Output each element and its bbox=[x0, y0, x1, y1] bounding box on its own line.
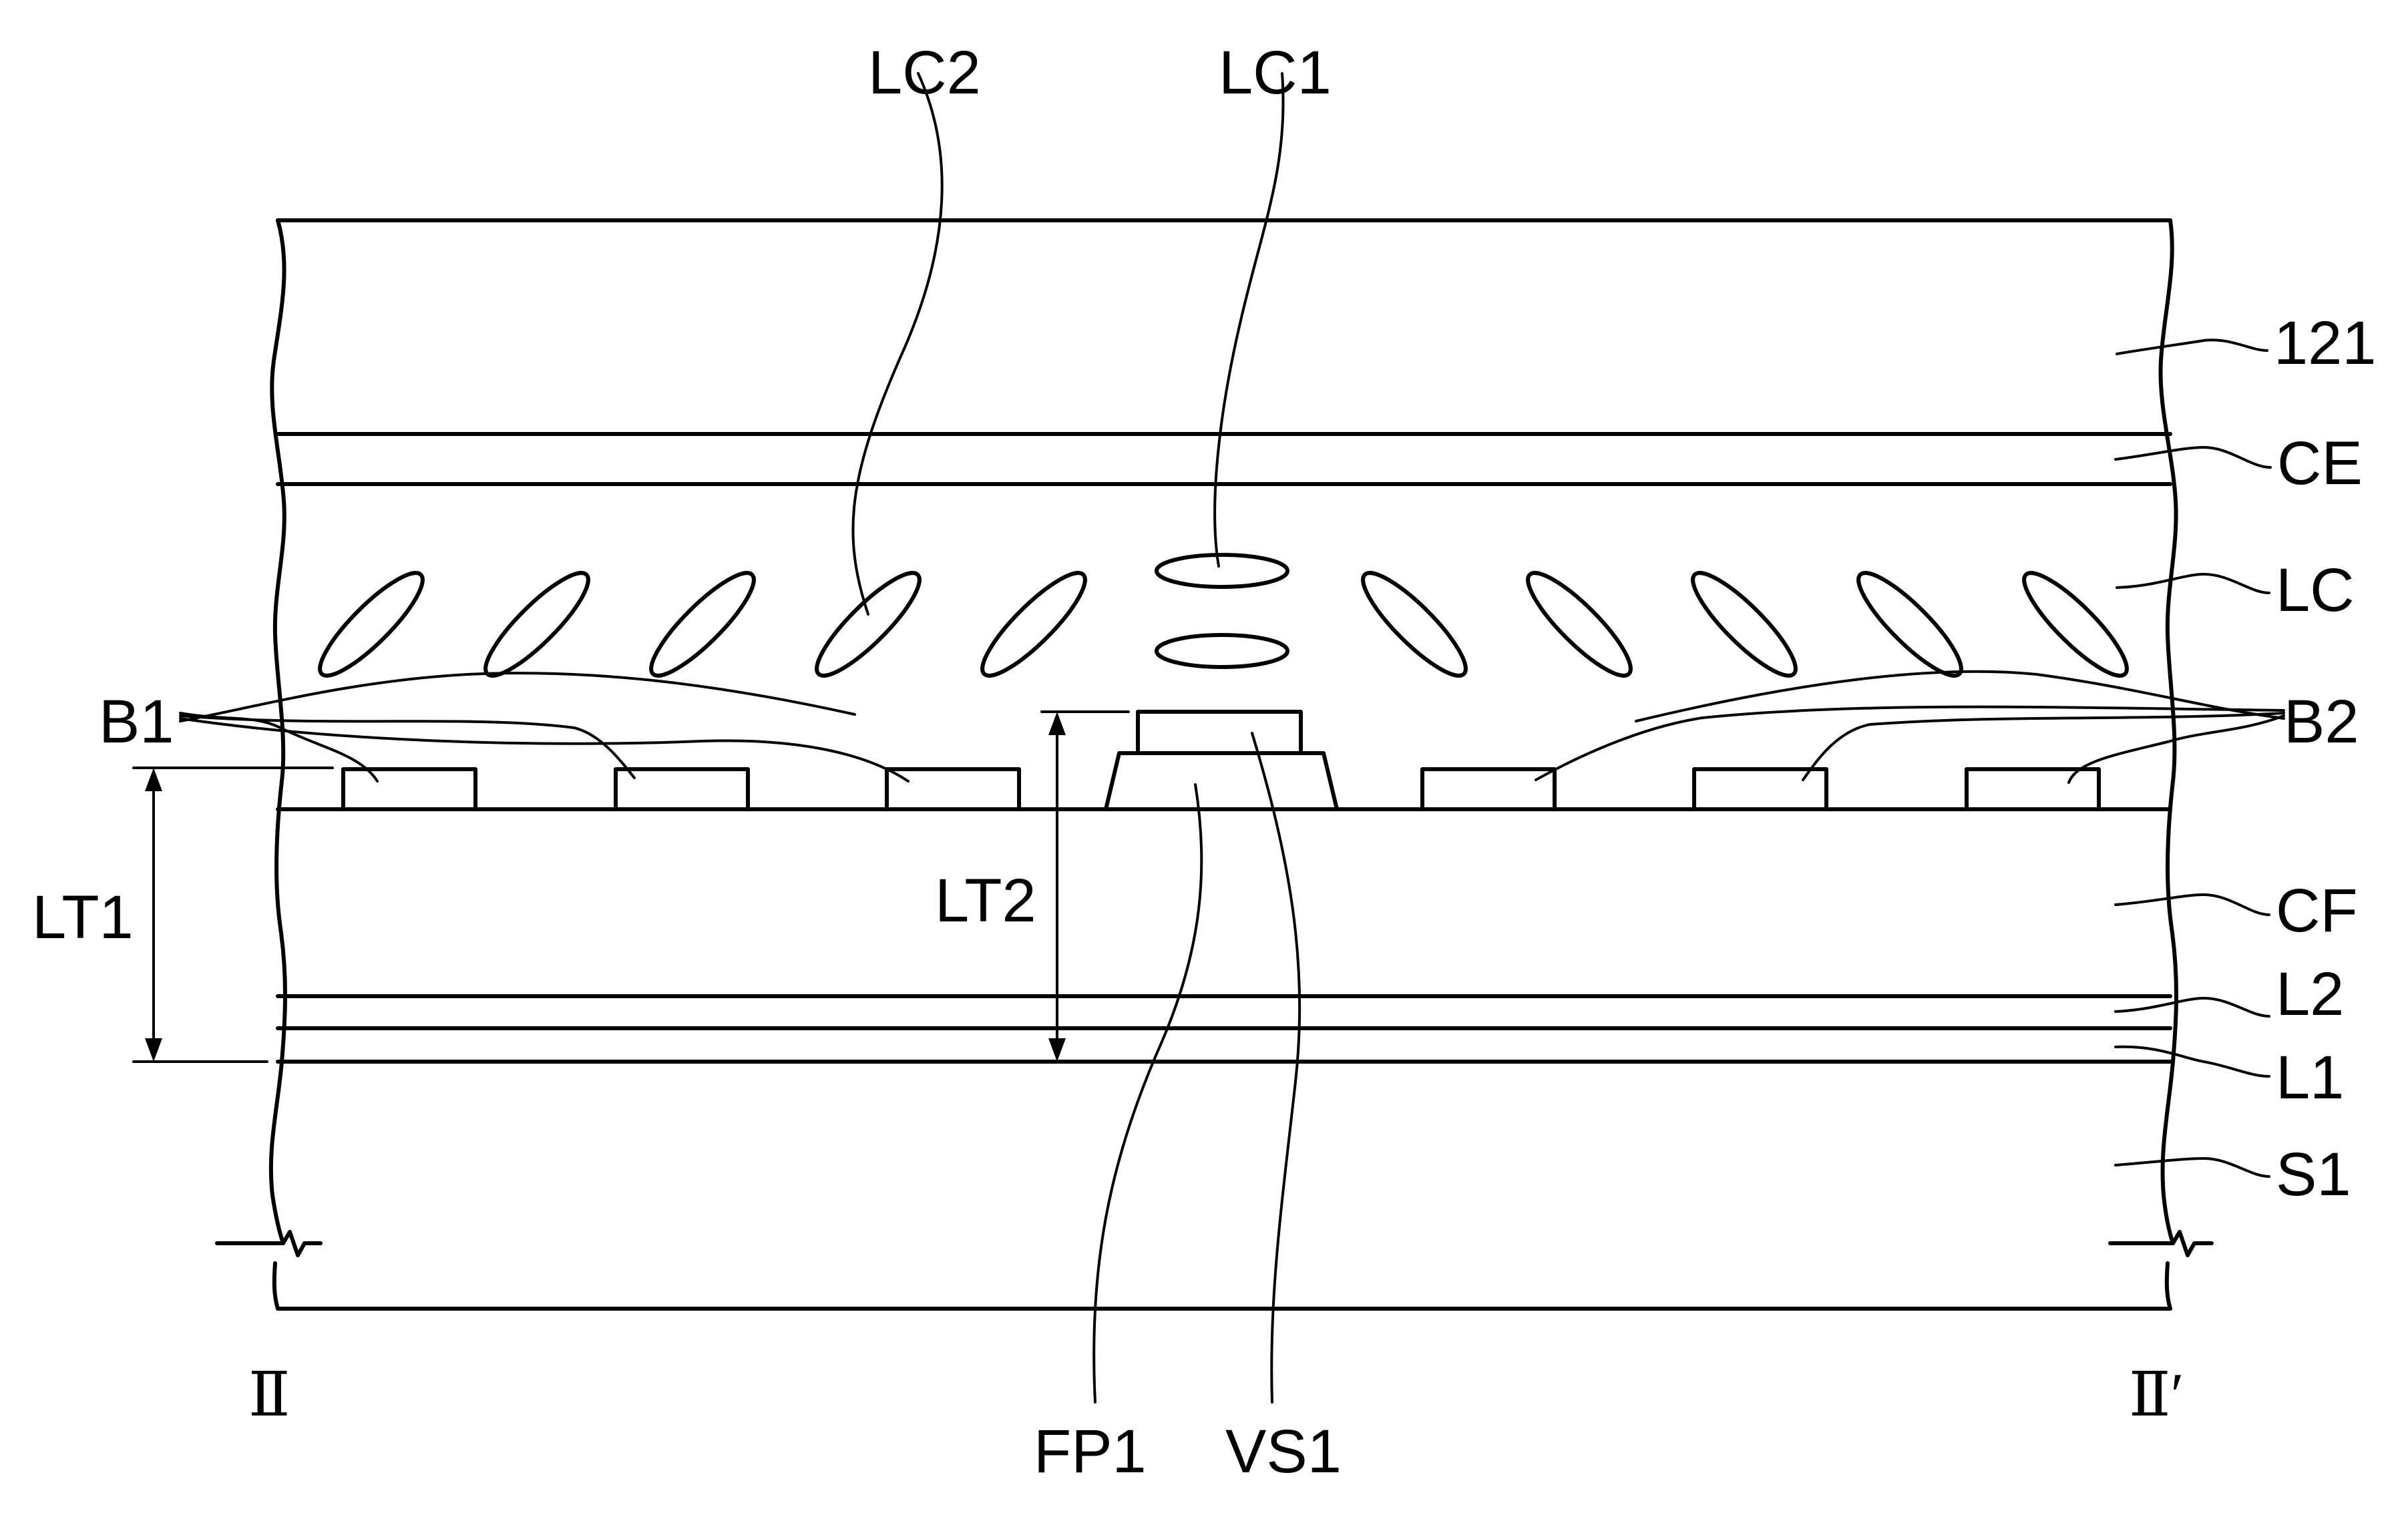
lc2-molecule-1 bbox=[309, 562, 434, 687]
label-cf: CF bbox=[2276, 877, 2358, 945]
b2-molecule-4 bbox=[1847, 562, 1973, 687]
liquid-crystal-molecules bbox=[309, 555, 2138, 687]
section-label-right: Ⅱ′ bbox=[2129, 1361, 2184, 1429]
right-break-zigzag bbox=[2110, 1232, 2212, 1309]
b1-electrode-2 bbox=[616, 769, 748, 809]
label-l1: L1 bbox=[2276, 1044, 2344, 1112]
lc-leader bbox=[2117, 574, 2269, 593]
ce-leader bbox=[2116, 447, 2270, 467]
label-l2: L2 bbox=[2276, 960, 2344, 1028]
l2-leader bbox=[2116, 998, 2269, 1016]
electrode-pattern bbox=[343, 712, 2099, 809]
label-b1: B1 bbox=[99, 688, 174, 756]
label-b2: B2 bbox=[2284, 688, 2359, 756]
b2-molecule-5 bbox=[2013, 562, 2138, 687]
b2-molecule-2 bbox=[1517, 562, 1642, 687]
cf-leader bbox=[2116, 895, 2269, 915]
lc1-molecule-upper bbox=[1157, 555, 1287, 587]
lt1-dimension bbox=[134, 768, 333, 1062]
left-break-zigzag bbox=[217, 1232, 321, 1309]
lc2-molecule-2 bbox=[474, 562, 600, 687]
lc1-molecule-lower bbox=[1157, 635, 1287, 667]
b2-electrode-3 bbox=[1967, 769, 2099, 809]
lc2-molecule-3 bbox=[640, 562, 765, 687]
b2-molecule-1 bbox=[1352, 562, 1477, 687]
lc1-leader bbox=[1215, 73, 1283, 566]
label-vs1: VS1 bbox=[1225, 1418, 1342, 1486]
right-break-edge bbox=[2161, 220, 2176, 1243]
lc2-leader bbox=[853, 73, 942, 614]
label-lc: LC bbox=[2276, 556, 2355, 624]
label-lt2: LT2 bbox=[935, 867, 1036, 935]
label-lc1: LC1 bbox=[1219, 39, 1332, 107]
lc2-molecule-4 bbox=[805, 562, 931, 687]
b1-electrode-3 bbox=[887, 769, 1019, 809]
fp1-protrusion bbox=[1106, 753, 1337, 809]
label-s1: S1 bbox=[2276, 1140, 2351, 1209]
b1-leader-3 bbox=[180, 718, 908, 781]
b2-electrode-1 bbox=[1422, 769, 1555, 809]
b2-leader-4 bbox=[1636, 672, 2284, 721]
leader-lines bbox=[180, 73, 2284, 1402]
label-121: 121 bbox=[2274, 309, 2377, 377]
b2-molecule-3 bbox=[1681, 562, 1807, 687]
label-lt1: LT1 bbox=[32, 883, 134, 951]
lc2-molecule-5 bbox=[971, 562, 1096, 687]
vs1-spacer bbox=[1138, 712, 1301, 753]
b1-electrode-1 bbox=[343, 769, 475, 809]
label-ce: CE bbox=[2277, 429, 2363, 497]
s1-leader bbox=[2116, 1158, 2269, 1176]
label-lc2: LC2 bbox=[868, 39, 981, 107]
vs1-leader bbox=[1252, 733, 1299, 1402]
label-fp1: FP1 bbox=[1034, 1418, 1147, 1486]
section-label-left: Ⅱ bbox=[248, 1361, 290, 1429]
l121-leader bbox=[2117, 340, 2267, 354]
